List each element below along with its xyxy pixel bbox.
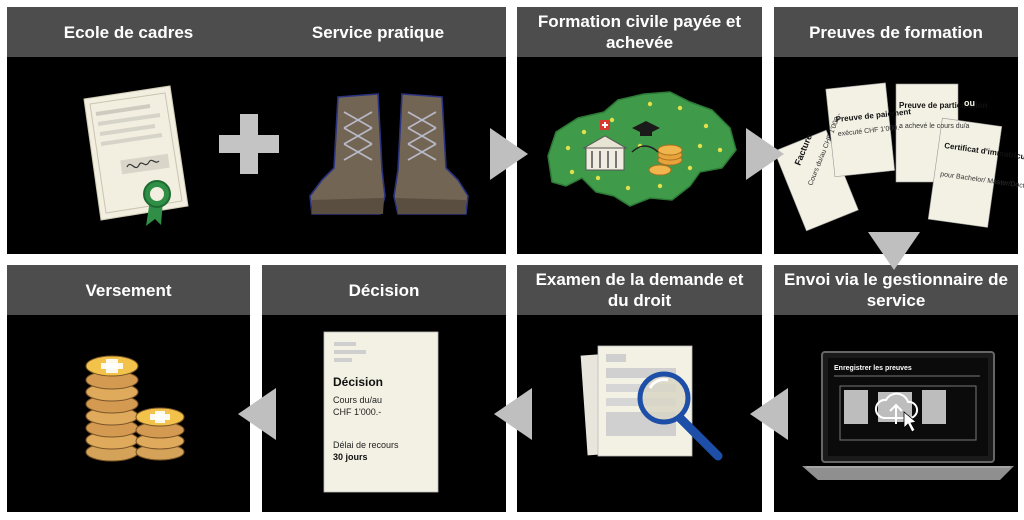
ou-label: ou [964,98,975,108]
curved-arrow-icon [631,145,659,153]
laptop-icon [802,351,1014,480]
step-decision-title: Décision [262,265,506,315]
decision-doc-line2: CHF 1'000.- [333,407,381,417]
arrow-left-3 [238,388,276,440]
paiement-document-icon [825,82,895,178]
boots-icon [309,93,469,215]
arrow-left-1 [750,388,788,440]
coins-small-icon [648,144,683,176]
mouse-cursor-icon [903,411,917,433]
step-service-title: Service pratique [250,7,506,57]
step-formation-title: Formation civile payée et achevée [517,7,762,57]
plus-icon [219,114,279,174]
step-versement-title: Versement [7,265,250,315]
arrow-right-2 [746,128,784,180]
switzerland-map-icon [547,91,737,207]
step-envoi-title: Envoi via le gestionnaire de service [774,265,1018,315]
graduation-cap-icon [632,121,660,136]
step-examen-title: Examen de la demande et du droit [517,265,762,315]
certificate-icon [83,85,189,226]
arrow-left-2 [494,388,532,440]
certificat-document-icon [927,117,1003,228]
decision-doc-title: Décision [333,375,383,389]
decision-doc-line3: Délai de recours [333,440,399,450]
laptop-screen-title: Enregistrer les preuves [834,365,912,372]
decision-doc-line1: Cours du/au [333,395,382,405]
magnifier-icon [637,371,723,461]
arrow-right-1 [490,128,528,180]
participation-body: a achevé le cours du/a [899,123,970,130]
step-preuves-title: Preuves de formation [774,7,1018,57]
cloud-upload-icon [875,392,919,424]
step-ecole-title: Ecole de cadres [7,7,250,57]
arrow-down [868,232,920,270]
university-icon [582,135,628,171]
decision-doc-line4: 30 jours [333,452,368,462]
decision-document-icon [323,331,439,493]
participation-title: Preuve de participation [899,101,988,110]
coins-stack-icon [85,355,185,462]
